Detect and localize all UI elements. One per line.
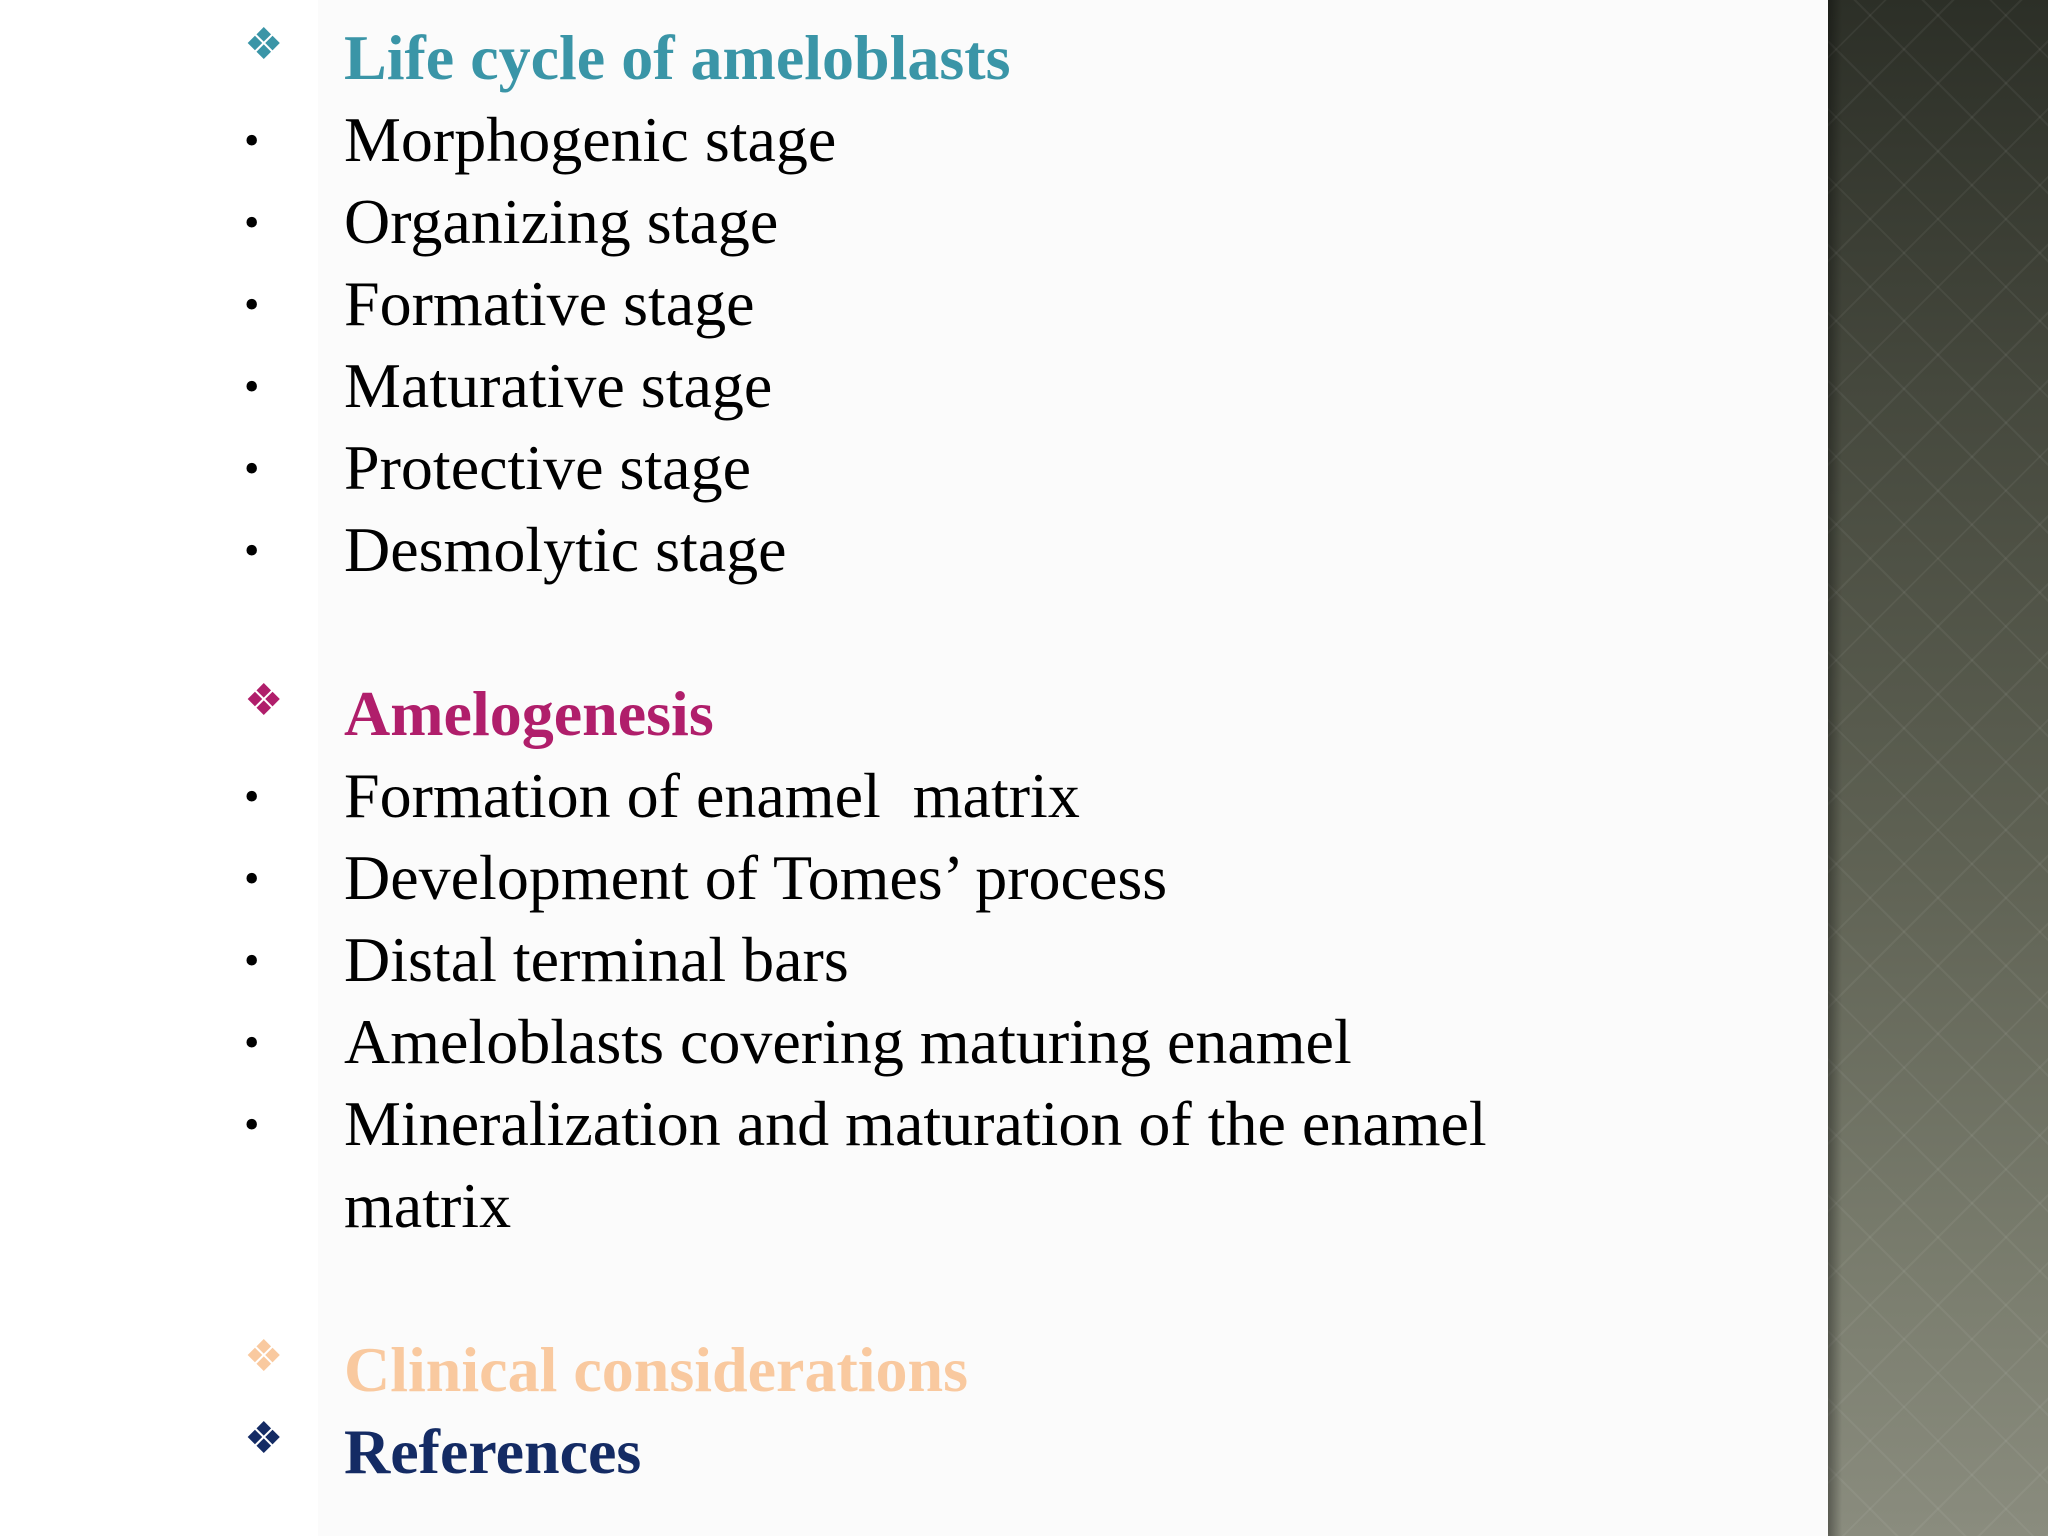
heading-text: Amelogenesis — [344, 678, 714, 749]
list-item: • Morphogenic stage — [244, 99, 836, 181]
bullet-icon: • — [244, 443, 260, 493]
list-item-text: Ameloblasts covering maturing enamel — [344, 1006, 1352, 1077]
bullet-icon: • — [244, 197, 260, 247]
bullet-icon: • — [244, 1017, 260, 1067]
four-diamond-bullet-icon: ❖ — [244, 1413, 284, 1463]
list-item-text: Formation of enamel matrix — [344, 760, 1080, 831]
list-item: • Maturative stage — [244, 345, 772, 427]
bullet-icon: • — [244, 935, 260, 985]
bullet-icon: • — [244, 361, 260, 411]
bullet-icon: • — [244, 279, 260, 329]
section-heading-life-cycle: ❖ Life cycle of ameloblasts — [244, 17, 1011, 99]
list-item-text: Morphogenic stage — [344, 104, 837, 175]
bullet-icon: • — [244, 853, 260, 903]
section-heading-clinical-considerations: ❖ Clinical considerations — [244, 1329, 968, 1411]
list-item-text: matrix — [344, 1170, 512, 1241]
bullet-icon: • — [244, 525, 260, 575]
list-item-text: Protective stage — [344, 432, 751, 503]
section-heading-references: ❖ References — [244, 1411, 641, 1493]
four-diamond-bullet-icon: ❖ — [244, 675, 284, 725]
bullet-icon: • — [244, 1099, 260, 1149]
four-diamond-bullet-icon: ❖ — [244, 19, 284, 69]
list-item: • Formation of enamel matrix — [244, 755, 1080, 837]
heading-text: Clinical considerations — [344, 1334, 969, 1405]
list-item-text: Mineralization and maturation of the ena… — [344, 1088, 1487, 1159]
bullet-icon: • — [244, 115, 260, 165]
list-item: • Development of Tomes’ process — [244, 837, 1167, 919]
bullet-icon: • — [244, 771, 260, 821]
list-item-text: Maturative stage — [344, 350, 773, 421]
list-item-text: Development of Tomes’ process — [344, 842, 1168, 913]
list-item: • Desmolytic stage — [244, 509, 787, 591]
heading-text: References — [344, 1416, 642, 1487]
list-item: • Organizing stage — [244, 181, 778, 263]
list-item: • Formative stage — [244, 263, 755, 345]
list-item-text: Formative stage — [344, 268, 755, 339]
four-diamond-bullet-icon: ❖ — [244, 1331, 284, 1381]
list-item: • Distal terminal bars — [244, 919, 849, 1001]
content-panel — [318, 0, 1828, 1536]
list-item: • Ameloblasts covering maturing enamel — [244, 1001, 1352, 1083]
list-item: • Mineralization and maturation of the e… — [244, 1083, 1487, 1165]
heading-text: Life cycle of ameloblasts — [344, 22, 1011, 93]
list-item-text: Distal terminal bars — [344, 924, 849, 995]
list-item-continuation: matrix — [244, 1165, 511, 1247]
list-item: • Protective stage — [244, 427, 751, 509]
decorative-side-band — [1828, 0, 2048, 1536]
list-item-text: Desmolytic stage — [344, 514, 787, 585]
list-item-text: Organizing stage — [344, 186, 779, 257]
section-heading-amelogenesis: ❖ Amelogenesis — [244, 673, 714, 755]
